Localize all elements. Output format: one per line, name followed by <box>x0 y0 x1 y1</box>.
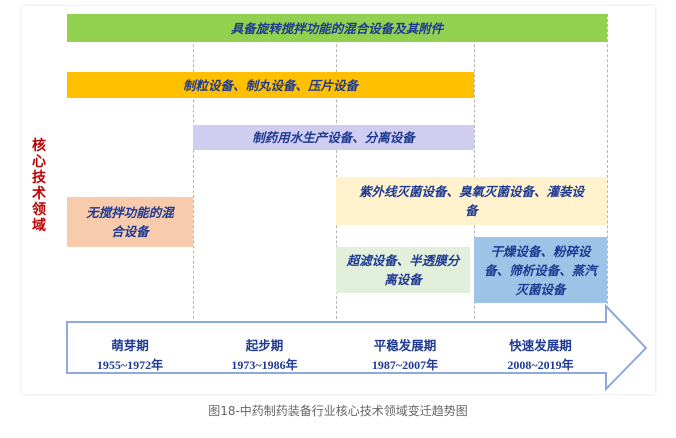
divider-line-1 <box>193 14 194 324</box>
period-3: 平稳发展期 1987~2007年 <box>336 326 474 382</box>
side-label: 核心技术领域 <box>32 138 46 234</box>
period-1-years: 1955~1972年 <box>96 358 164 372</box>
bar-ultrafiltration: 超滤设备、半透膜分离设备 <box>336 247 470 293</box>
figure-caption: 图18-中药制药装备行业核心技术领域变迁趋势图 <box>208 404 468 418</box>
period-1-name: 萌芽期 <box>111 338 149 353</box>
period-2: 起步期 1973~1986年 <box>193 326 336 382</box>
bar-uv-sterilization: 紫外线灭菌设备、臭氧灭菌设备、灌装设备 <box>336 177 607 225</box>
period-1: 萌芽期 1955~1972年 <box>67 326 193 382</box>
period-4-name: 快速发展期 <box>509 338 572 353</box>
period-3-name: 平稳发展期 <box>373 338 437 353</box>
period-4: 快速发展期 2008~2019年 <box>474 326 607 382</box>
divider-line-2 <box>336 14 337 324</box>
divider-line-3 <box>474 14 475 324</box>
bar-granulation: 制粒设备、制丸设备、压片设备 <box>67 72 474 98</box>
bar-water-separation: 制药用水生产设备、分离设备 <box>193 125 474 150</box>
period-2-years: 1973~1986年 <box>231 358 298 372</box>
period-2-name: 起步期 <box>245 338 284 353</box>
bar-mixer-with-rotation: 具备旋转搅拌功能的混合设备及其附件 <box>67 14 607 42</box>
bar-mixer-no-rotation: 无搅拌功能的混合设备 <box>67 197 193 247</box>
period-3-years: 1987~2007年 <box>371 358 439 372</box>
divider-line-4 <box>607 14 608 324</box>
bar-drying: 干燥设备、粉碎设备、筛析设备、蒸汽灭菌设备 <box>474 237 607 303</box>
period-4-years: 2008~2019年 <box>507 358 574 372</box>
